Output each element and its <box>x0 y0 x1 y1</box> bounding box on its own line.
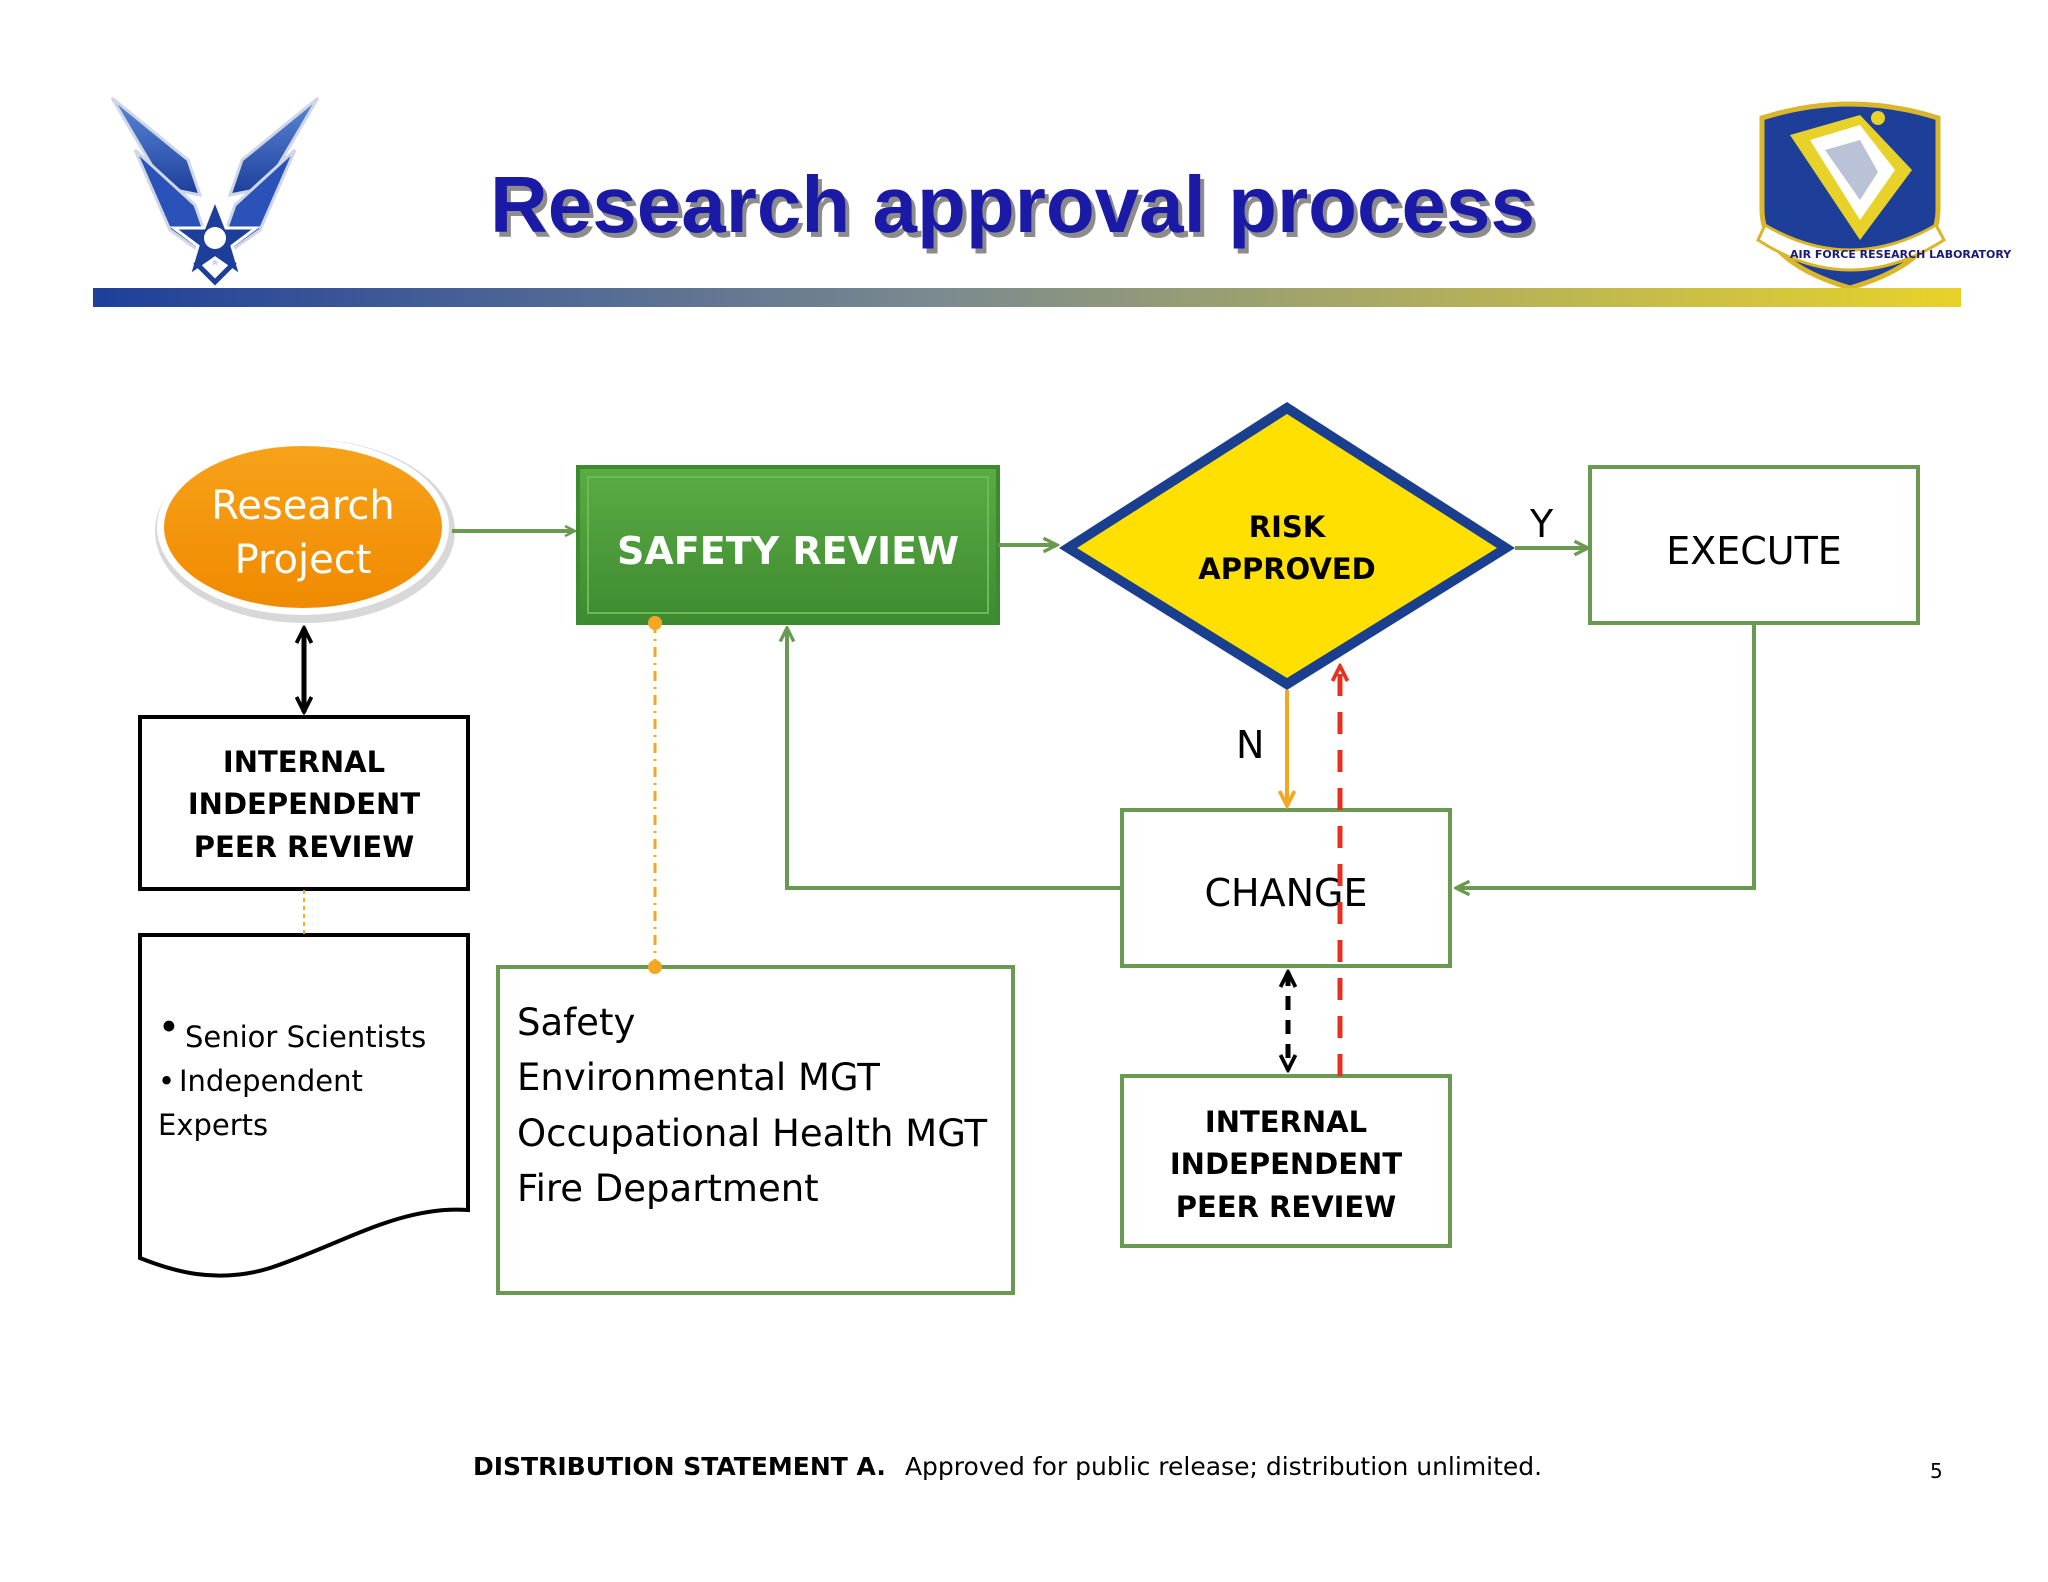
no-label: N <box>1236 723 1264 767</box>
reviewers-document-node[interactable]: • Senior Scientists • Independent Expert… <box>138 933 470 1278</box>
peer-review-right-line3: PEER REVIEW <box>1176 1190 1396 1224</box>
afrl-shield-icon: AIR FORCE RESEARCH LABORATORY <box>1756 101 2012 291</box>
peer-review-left-line3: PEER REVIEW <box>194 830 414 864</box>
reviewers-line3: Experts <box>158 1108 268 1142</box>
peer-review-right-node[interactable]: INTERNAL INDEPENDENT PEER REVIEW <box>1120 1074 1452 1248</box>
peer-review-left-node[interactable]: INTERNAL INDEPENDENT PEER REVIEW <box>138 715 470 891</box>
connector-dot-bottom <box>648 960 662 974</box>
reviewers-line1: Senior Scientists <box>185 1020 426 1054</box>
execute-node[interactable]: EXECUTE <box>1588 465 1920 625</box>
yes-label: Y <box>1529 502 1554 546</box>
reviewers-line2: Independent <box>179 1064 363 1098</box>
page-number: 5 <box>1930 1459 1943 1483</box>
change-label: CHANGE <box>1205 871 1368 915</box>
distribution-statement-text: Approved for public release; distributio… <box>905 1452 1542 1481</box>
safety-list-item1: Safety <box>517 1001 635 1044</box>
page-title: Research approval process <box>490 160 1535 249</box>
research-project-line2: Project <box>235 537 372 583</box>
execute-label: EXECUTE <box>1666 529 1842 573</box>
peer-review-left-line1: INTERNAL <box>223 745 385 779</box>
distribution-statement: DISTRIBUTION STATEMENT A. Approved for p… <box>473 1452 1542 1481</box>
risk-approved-line1: RISK <box>1249 510 1327 544</box>
research-project-line1: Research <box>211 483 394 529</box>
edge-change-to-safety <box>787 628 1122 890</box>
distribution-statement-bold: DISTRIBUTION STATEMENT A. <box>473 1452 886 1481</box>
safety-list-item4: Fire Department <box>517 1167 819 1210</box>
header-band <box>93 288 1961 307</box>
page-title-shadow: Research approval process <box>494 165 1539 254</box>
reviewers-bullet2-icon: • <box>158 1064 175 1098</box>
safety-review-label: SAFETY REVIEW <box>617 529 959 573</box>
afrl-seal-text: AIR FORCE RESEARCH LABORATORY <box>1790 248 2012 261</box>
safety-review-node[interactable]: SAFETY REVIEW <box>576 465 1000 625</box>
peer-review-right-line1: INTERNAL <box>1205 1105 1367 1139</box>
air-force-wings-icon <box>110 96 320 286</box>
safety-list-item3: Occupational Health MGT <box>517 1112 988 1155</box>
connector-dot-top <box>648 616 662 630</box>
change-node[interactable]: CHANGE <box>1120 808 1452 968</box>
research-project-node[interactable]: Research Project <box>155 439 455 623</box>
safety-list-item2: Environmental MGT <box>517 1056 880 1099</box>
peer-review-right-line2: INDEPENDENT <box>1170 1147 1402 1181</box>
edge-execute-to-change <box>1456 623 1756 888</box>
peer-review-left-line2: INDEPENDENT <box>188 787 420 821</box>
risk-approved-node[interactable]: RISK APPROVED <box>1059 402 1515 690</box>
risk-approved-line2: APPROVED <box>1198 552 1375 586</box>
safety-departments-node[interactable]: Safety Environmental MGT Occupational He… <box>496 965 1015 1295</box>
reviewers-bullet-icon: • <box>158 1006 180 1049</box>
